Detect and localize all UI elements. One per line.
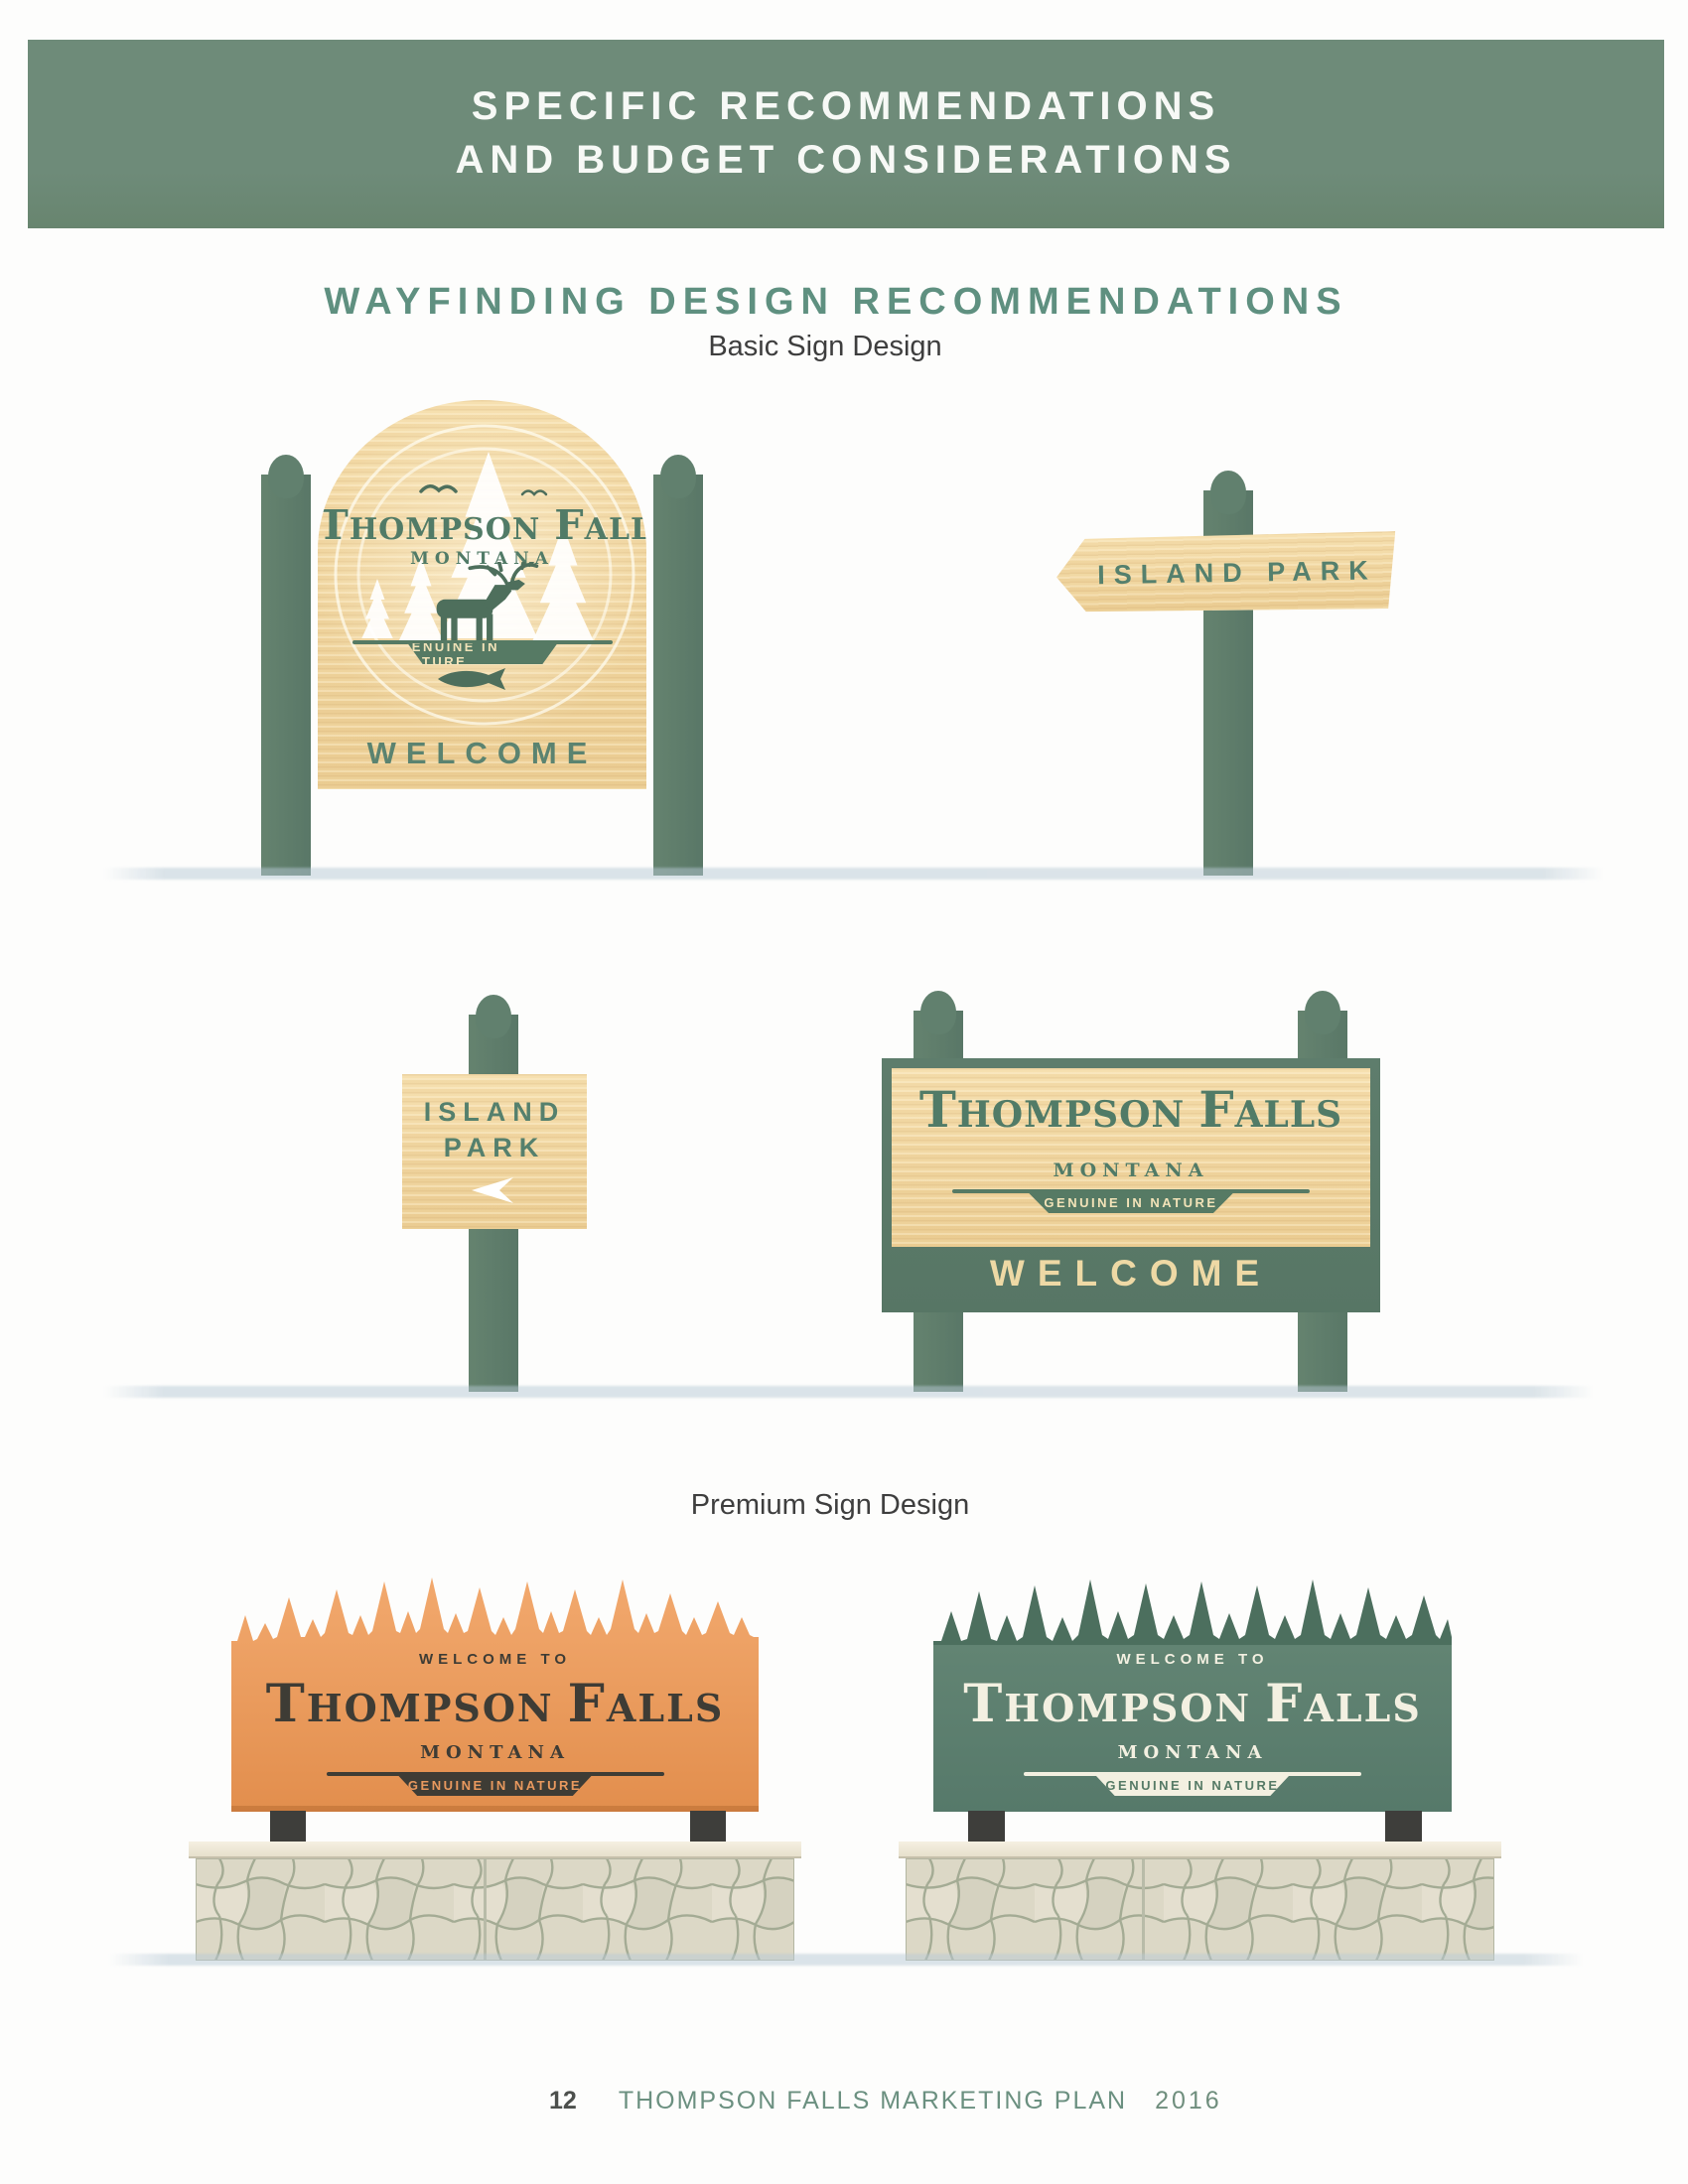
- island-park-label: ISLAND PARK: [1096, 554, 1377, 590]
- elk-icon: [436, 562, 539, 641]
- ground-shadow: [104, 868, 1604, 880]
- fish-icon: [438, 668, 505, 690]
- tagline-rule: [326, 1772, 664, 1776]
- premium-sign-design-label: Premium Sign Design: [690, 1489, 970, 1521]
- section-title: WAYFINDING DESIGN RECOMMENDATIONS: [324, 281, 1348, 323]
- ground-shadow: [104, 1386, 1594, 1398]
- header-line-2: AND BUDGET CONSIDERATIONS: [455, 138, 1237, 182]
- sign-post-dark: [690, 1811, 726, 1843]
- page-number: 12: [549, 2087, 577, 2115]
- tagline-rule: [1024, 1772, 1361, 1776]
- arch-artwork: [334, 424, 635, 726]
- montana-label: MONTANA: [1117, 1742, 1268, 1763]
- montana-label: MONTANA: [420, 1742, 570, 1763]
- footer-year: 2016: [1155, 2087, 1222, 2115]
- stone-cap: [189, 1842, 801, 1858]
- tagline-label: GENUINE IN NATURE: [407, 643, 558, 664]
- welcome-to-label: WELCOME TO: [418, 1651, 572, 1668]
- tagline-banner: GENUINE IN NATURE: [952, 1189, 1310, 1213]
- tagline-banner: GENUINE IN NATURE: [352, 640, 613, 664]
- stone-base: [196, 1858, 794, 1961]
- page-footer: 12 THOMPSON FALLS MARKETING PLAN 2016: [549, 2087, 1222, 2116]
- sign-post-dark: [270, 1811, 306, 1843]
- stone-base: [906, 1858, 1494, 1961]
- basic-sign-design-label: Basic Sign Design: [708, 331, 942, 362]
- sign-post-dark: [1385, 1811, 1422, 1843]
- island-park-line1: ISLAND: [423, 1097, 566, 1127]
- tagline-rule: [352, 640, 613, 644]
- footer-title: THOMPSON FALLS MARKETING PLAN: [618, 2087, 1128, 2115]
- sign-post-dark: [968, 1811, 1005, 1843]
- fir-tree-icon: [361, 452, 594, 640]
- page-header-banner: SPECIFIC RECOMMENDATIONS AND BUDGET CONS…: [28, 40, 1664, 228]
- montana-label: MONTANA: [410, 549, 554, 569]
- tagline-banner: GENUINE IN NATURE: [326, 1772, 664, 1796]
- tagline-label: GENUINE IN NATURE: [397, 1775, 593, 1796]
- ground-shadow: [109, 1954, 1584, 1966]
- welcome-label: WELCOME: [366, 736, 598, 770]
- arrow-board: ISLAND PARK: [1055, 531, 1396, 614]
- rings-watermark-icon: [334, 424, 635, 726]
- tagline-label: GENUINE IN NATURE: [1095, 1775, 1290, 1796]
- arrow-left-icon: [472, 1177, 513, 1203]
- treeline-icon: [933, 1579, 1452, 1651]
- tagline-rule: [952, 1189, 1310, 1193]
- island-park-line2: PARK: [443, 1133, 546, 1162]
- tagline-banner: GENUINE IN NATURE: [1024, 1772, 1361, 1796]
- stone-cap: [899, 1842, 1501, 1858]
- treeline-icon: [231, 1577, 759, 1812]
- treeline-panel: [231, 1577, 759, 1812]
- welcome-label: WELCOME: [989, 1253, 1273, 1294]
- bird-icon: [419, 484, 548, 496]
- sign-post: [653, 475, 703, 876]
- welcome-to-label: WELCOME TO: [1116, 1651, 1269, 1668]
- sign-post: [261, 475, 311, 876]
- small-board: ISLAND PARK: [402, 1074, 587, 1229]
- header-line-1: SPECIFIC RECOMMENDATIONS: [471, 84, 1221, 128]
- tagline-label: GENUINE IN NATURE: [1028, 1192, 1234, 1213]
- montana-label: MONTANA: [1053, 1160, 1209, 1181]
